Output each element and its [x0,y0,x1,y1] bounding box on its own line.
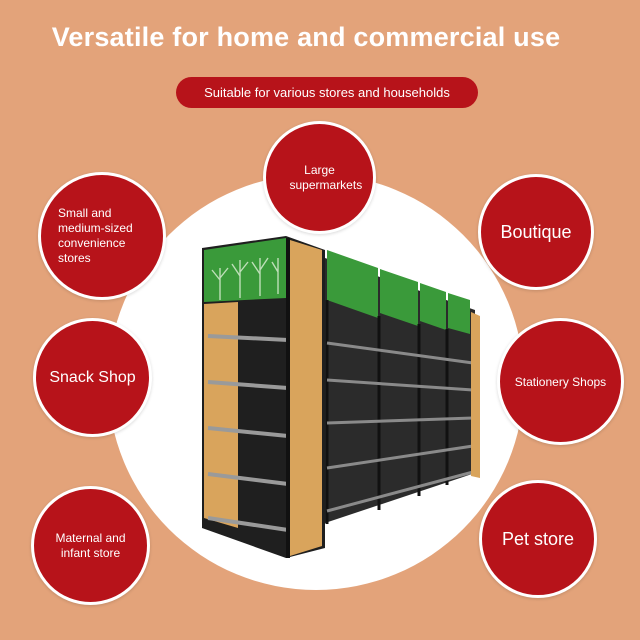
badge-label: Stationery Shops [514,374,607,389]
badge-label: Boutique [500,221,572,242]
headline: Versatile for home and commercial use [51,22,561,52]
badge-snack-shop: Snack Shop [33,318,152,437]
badge-maternal-infant-store: Maternal and infant store [31,486,150,605]
display-shelf-product-image [202,236,480,558]
badge-label: Pet store [501,528,575,549]
subtitle-pill: Suitable for various stores and househol… [176,77,478,108]
badge-label: Small and medium-sized convenience store… [58,206,133,265]
badge-large-supermarkets: Large supermarkets [263,121,376,234]
badge-stationery-shops: Stationery Shops [497,318,624,445]
badge-label: Snack Shop [49,368,136,386]
badge-small-convenience-stores: Small and medium-sized convenience store… [38,172,166,300]
badge-pet-store: Pet store [479,480,597,598]
shelf-end-unit [202,236,325,558]
badge-label: Large supermarkets [289,162,363,192]
badge-label: Maternal and infant store [55,530,126,560]
shelf-right-run [325,250,480,524]
badge-boutique: Boutique [478,174,594,290]
